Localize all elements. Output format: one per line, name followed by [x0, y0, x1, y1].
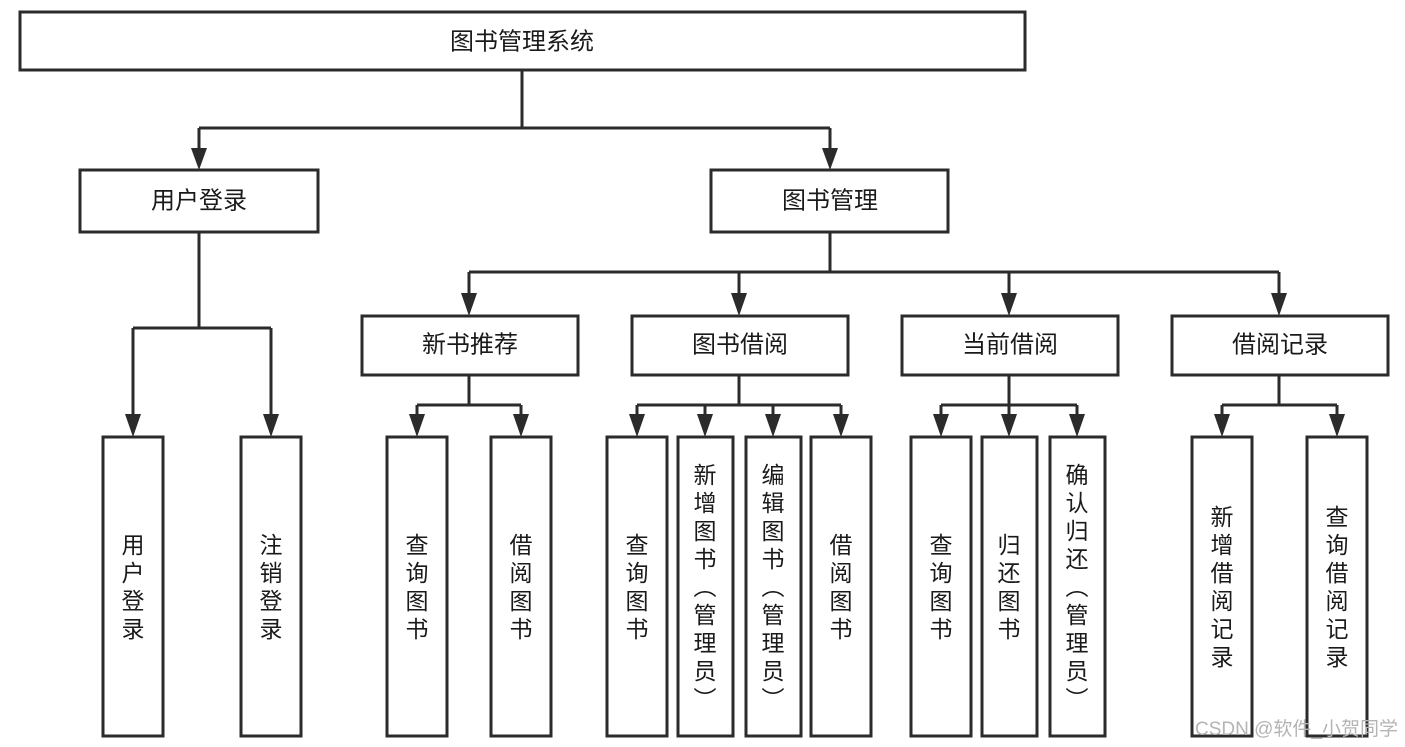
node-new-book-recommend[interactable]: 新书推荐: [360, 314, 580, 377]
node-leaf-return-book-label: 归还图书: [998, 532, 1021, 642]
node-book-borrow-label: 图书借阅: [692, 331, 788, 358]
arrow-icon-leaf-query-book-1: [409, 414, 425, 437]
node-user-login-label: 用户登录: [151, 187, 247, 214]
node-leaf-return-book-box[interactable]: [980, 435, 1039, 738]
node-leaf-query-book-3[interactable]: 查询图书: [909, 435, 973, 738]
node-leaf-add-borrow-record-box[interactable]: [1190, 435, 1254, 738]
node-current-borrow-label: 当前借阅: [962, 331, 1058, 358]
node-root-label: 图书管理系统: [450, 28, 594, 55]
node-borrow-record-label: 借阅记录: [1232, 331, 1328, 358]
node-new-book-recommend-box[interactable]: [360, 314, 580, 377]
node-leaf-logout-login[interactable]: 注销登录: [239, 435, 303, 738]
leaf-nodes-layer: 用户登录 注销登录 查询图书 借阅图书 查询图书 新增图书︵管理员︶: [101, 435, 1369, 738]
node-book-borrow[interactable]: 图书借阅: [630, 314, 850, 377]
node-leaf-borrow-book-2-label: 借阅图书: [830, 532, 853, 642]
arrow-icon-leaf-query-book-2: [629, 414, 645, 437]
node-leaf-user-login-box[interactable]: [101, 435, 165, 738]
node-book-management[interactable]: 图书管理: [709, 168, 950, 234]
arrow-icon-current-borrow: [1001, 293, 1017, 316]
arrow-icon-leaf-borrow-book-2: [833, 414, 849, 437]
arrow-icon-user-login: [191, 148, 207, 170]
node-leaf-borrow-book-1-box[interactable]: [489, 435, 553, 738]
arrow-icon-leaf-query-book-3: [933, 414, 949, 437]
node-borrow-record-box[interactable]: [1170, 314, 1390, 377]
node-leaf-query-book-3-label: 查询图书: [930, 532, 953, 642]
node-leaf-borrow-book-2-box[interactable]: [809, 435, 873, 738]
node-leaf-query-book-2-box[interactable]: [605, 435, 669, 738]
connector-layer: [125, 70, 1345, 437]
node-leaf-confirm-return-admin-box[interactable]: [1048, 435, 1107, 738]
node-leaf-add-book-admin-box[interactable]: [676, 435, 735, 738]
arrow-icon-leaf-return-book: [1001, 414, 1017, 437]
node-new-book-recommend-label: 新书推荐: [422, 331, 518, 358]
node-leaf-add-borrow-record[interactable]: 新增借阅记录: [1190, 435, 1254, 738]
node-root[interactable]: 图书管理系统: [18, 10, 1027, 72]
arrow-icon-leaf-logout-login: [263, 414, 279, 437]
node-borrow-record[interactable]: 借阅记录: [1170, 314, 1390, 377]
arrow-icon-leaf-borrow-book-1: [513, 414, 529, 437]
arrow-icon-leaf-add-borrow-record: [1214, 414, 1230, 437]
node-leaf-edit-book-admin[interactable]: 编辑图书︵管理员︶: [744, 435, 803, 738]
node-leaf-user-login[interactable]: 用户登录: [101, 435, 165, 738]
node-user-login[interactable]: 用户登录: [78, 168, 320, 234]
node-leaf-borrow-book-1[interactable]: 借阅图书: [489, 435, 553, 738]
node-leaf-edit-book-admin-label: 编辑图书︵管理员︶: [762, 462, 785, 712]
node-root-box[interactable]: [18, 10, 1027, 72]
node-leaf-add-book-admin-label: 新增图书︵管理员︶: [694, 462, 717, 712]
arrow-icon-new-book-recommend: [461, 293, 477, 316]
node-leaf-query-borrow-record[interactable]: 查询借阅记录: [1305, 435, 1369, 738]
node-leaf-query-book-1-box[interactable]: [385, 435, 449, 738]
arrow-icon-borrow-record: [1271, 293, 1287, 316]
node-leaf-logout-login-label: 注销登录: [260, 532, 283, 642]
node-leaf-confirm-return-admin-label: 确认归还︵管理员︶: [1066, 462, 1089, 712]
node-leaf-confirm-return-admin[interactable]: 确认归还︵管理员︶: [1048, 435, 1107, 738]
node-book-borrow-box[interactable]: [630, 314, 850, 377]
node-leaf-add-borrow-record-label: 新增借阅记录: [1211, 504, 1234, 670]
node-book-management-box[interactable]: [709, 168, 950, 234]
node-leaf-query-book-3-box[interactable]: [909, 435, 973, 738]
arrow-icon-leaf-add-book-admin: [697, 414, 713, 437]
node-leaf-borrow-book-1-label: 借阅图书: [510, 532, 533, 642]
arrow-icon-leaf-query-borrow-record: [1329, 414, 1345, 437]
arrow-icon-book-borrow: [731, 293, 747, 316]
node-leaf-query-book-2[interactable]: 查询图书: [605, 435, 669, 738]
watermark-label: CSDN @软件_小贺同学: [1195, 718, 1398, 740]
arrow-icon-book-management: [822, 148, 838, 170]
node-leaf-query-borrow-record-box[interactable]: [1305, 435, 1369, 738]
node-leaf-edit-book-admin-box[interactable]: [744, 435, 803, 738]
arrow-icon-leaf-confirm-return-admin: [1069, 414, 1085, 437]
node-current-borrow-box[interactable]: [900, 314, 1120, 377]
node-leaf-query-book-1[interactable]: 查询图书: [385, 435, 449, 738]
node-leaf-user-login-label: 用户登录: [122, 532, 145, 642]
node-leaf-add-book-admin[interactable]: 新增图书︵管理员︶: [676, 435, 735, 738]
node-leaf-query-borrow-record-label: 查询借阅记录: [1326, 504, 1349, 670]
arrow-icon-leaf-user-login: [125, 414, 141, 437]
arrow-icon-leaf-edit-book-admin: [765, 414, 781, 437]
node-user-login-box[interactable]: [78, 168, 320, 234]
node-leaf-query-book-1-label: 查询图书: [406, 532, 429, 642]
node-leaf-logout-login-box[interactable]: [239, 435, 303, 738]
node-current-borrow[interactable]: 当前借阅: [900, 314, 1120, 377]
node-leaf-borrow-book-2[interactable]: 借阅图书: [809, 435, 873, 738]
node-leaf-return-book[interactable]: 归还图书: [980, 435, 1039, 738]
node-book-management-label: 图书管理: [782, 187, 878, 214]
node-leaf-query-book-2-label: 查询图书: [626, 532, 649, 642]
